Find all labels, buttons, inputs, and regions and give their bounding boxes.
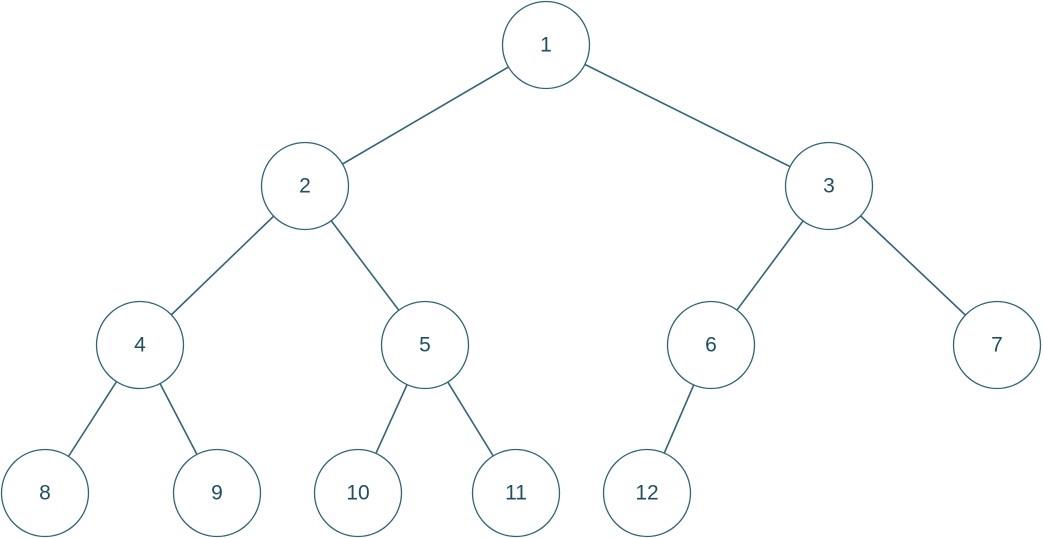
node-label: 6 <box>705 334 717 357</box>
tree-node-4: 4 <box>95 300 185 390</box>
node-label: 3 <box>823 175 835 198</box>
tree-node-5: 5 <box>380 300 470 390</box>
node-label: 11 <box>505 482 527 505</box>
node-label: 4 <box>134 334 146 357</box>
node-circle <box>380 300 470 390</box>
tree-node-3: 3 <box>784 141 874 231</box>
tree-node-10: 10 <box>313 448 403 538</box>
tree-node-11: 11 <box>471 448 561 538</box>
node-label: 2 <box>299 175 311 198</box>
tree-node-1: 1 <box>501 0 591 90</box>
node-circle <box>313 448 403 538</box>
tree-node-12: 12 <box>602 448 692 538</box>
node-circle <box>602 448 692 538</box>
node-circle <box>784 141 874 231</box>
edge-1-3 <box>545 44 830 187</box>
node-label: 7 <box>991 334 1003 357</box>
node-label: 10 <box>346 482 369 505</box>
edges-layer <box>44 44 998 494</box>
tree-node-2: 2 <box>260 141 350 231</box>
node-label: 8 <box>39 482 51 505</box>
node-circle <box>501 0 591 90</box>
node-label: 5 <box>419 334 431 357</box>
node-label: 9 <box>211 482 223 505</box>
node-circle <box>471 448 561 538</box>
node-circle <box>0 448 90 538</box>
node-circle <box>260 141 350 231</box>
node-circle <box>666 300 756 390</box>
tree-node-8: 8 <box>0 448 90 538</box>
node-circle <box>952 300 1042 390</box>
node-circle <box>95 300 185 390</box>
edge-1-2 <box>304 44 547 187</box>
tree-node-6: 6 <box>666 300 756 390</box>
node-label: 12 <box>635 482 658 505</box>
tree-node-7: 7 <box>952 300 1042 390</box>
node-circle <box>172 448 262 538</box>
node-label: 1 <box>540 34 552 57</box>
tree-node-9: 9 <box>172 448 262 538</box>
